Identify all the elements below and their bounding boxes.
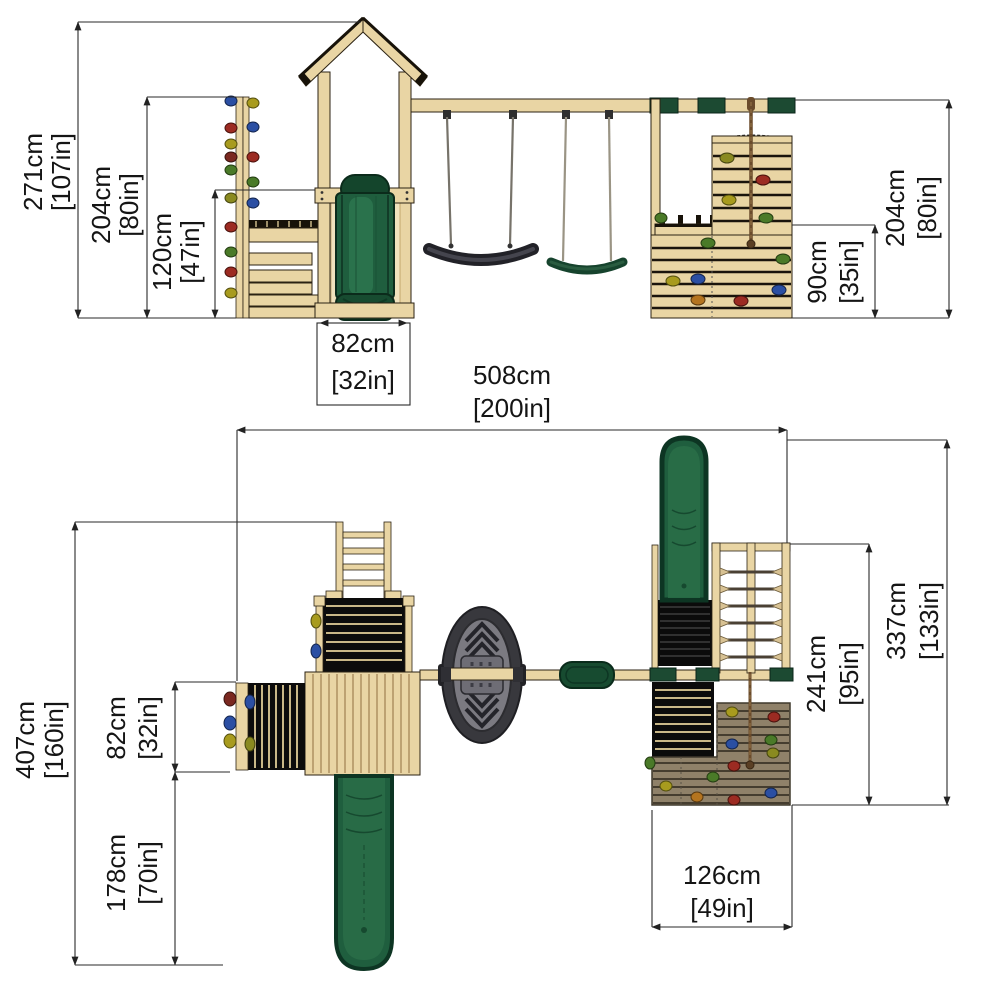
dim-elev-slide-width: 82cm [32in]	[316, 319, 411, 406]
dim-plan-total-depth: 407cm [160in]	[10, 521, 336, 966]
dim-label-p-inner-cm: 241cm	[801, 635, 831, 713]
dim-label-e-wall-in: [80in]	[114, 173, 144, 237]
tube-slide	[335, 174, 395, 321]
dim-label-p-depth-cm: 407cm	[10, 701, 40, 779]
dim-label-p-width-cm: 508cm	[473, 360, 551, 390]
plan-tube-slide-right	[659, 435, 709, 603]
tower-roof	[297, 16, 429, 87]
climbing-holds	[654, 152, 791, 307]
dim-plan-outer-depth: 337cm [133in]	[787, 439, 951, 806]
dim-plan-total-width: 508cm [200in]	[236, 360, 788, 681]
plan-rope-climber	[711, 542, 791, 674]
elev-belt-swing	[546, 116, 628, 275]
plan-main-deck	[304, 671, 421, 776]
dim-label-e-platform-cm: 120cm	[147, 213, 177, 291]
dim-label-e-slide-cm: 82cm	[331, 328, 395, 358]
dim-label-p-outer-cm: 337cm	[881, 582, 911, 660]
rope-rungs	[719, 567, 783, 662]
dim-label-p-rightw-in: [49in]	[690, 893, 754, 923]
dim-label-e-platform-in: [47in]	[175, 220, 205, 284]
elev-swing-beam	[410, 97, 796, 119]
dim-label-p-slide-in: [70in]	[133, 841, 163, 905]
dim-label-e-step-in: [35in]	[834, 240, 864, 304]
dim-label-p-rightw-cm: 126cm	[683, 860, 761, 890]
dim-label-p-width-in: [200in]	[473, 393, 551, 423]
plan-upper-black-platform	[658, 600, 712, 666]
plan-tube-slide-left	[334, 774, 394, 972]
elevation-view: 271cm [107in] 204cm [80in] 120cm [47in] …	[18, 16, 953, 406]
plan-view: 508cm [200in] 407cm [160in] 82cm [32in] …	[10, 360, 951, 972]
plan-nest-swing	[438, 606, 526, 744]
plan-right-unit	[644, 435, 794, 806]
climbing-holds	[644, 706, 781, 806]
plan-climbing-rope	[745, 672, 755, 770]
climbing-rope	[746, 97, 756, 249]
dim-plan-wall-depth: 82cm [32in]	[101, 681, 236, 773]
dim-label-p-slide-cm: 178cm	[101, 834, 131, 912]
climbing-holds	[224, 95, 260, 299]
dim-elev-step-height: 90cm [35in]	[792, 224, 949, 319]
elev-left-climbing-wall	[224, 95, 319, 319]
dim-label-e-wall-cm: 204cm	[86, 166, 116, 244]
dim-plan-slide-depth: 178cm [70in]	[101, 771, 179, 966]
plan-upper-platform	[310, 595, 415, 673]
dim-label-e-right-cm: 204cm	[880, 169, 910, 247]
plan-left-wall	[223, 682, 305, 771]
plan-ladder	[325, 521, 402, 601]
plan-lower-black-platform	[652, 682, 714, 757]
dim-plan-inner-depth: 241cm [95in]	[790, 543, 949, 806]
dim-plan-right-width: 126cm [49in]	[651, 805, 793, 931]
plan-climbing-wall	[644, 702, 791, 806]
elev-tower	[297, 16, 429, 321]
dim-label-e-total-in: [107in]	[46, 133, 76, 211]
dim-label-e-right-in: [80in]	[912, 176, 942, 240]
dim-label-e-total-cm: 271cm	[18, 133, 48, 211]
dim-elev-platform-height: 120cm [47in]	[147, 189, 315, 319]
dim-label-p-wall-in: [32in]	[133, 696, 163, 760]
dim-elev-wall-height: 204cm [80in]	[86, 96, 236, 319]
dim-label-p-wall-cm: 82cm	[101, 696, 131, 760]
plan-belt-swing	[559, 661, 615, 689]
dim-label-e-step-cm: 90cm	[802, 240, 832, 304]
swing-hangers	[443, 110, 613, 119]
dim-elev-right-height: 204cm [80in]	[795, 99, 953, 319]
dim-label-p-depth-in: [160in]	[39, 701, 69, 779]
dim-label-e-slide-in: [32in]	[331, 365, 395, 395]
dim-label-p-inner-in: [95in]	[834, 642, 864, 706]
elev-right-climbing-unit	[650, 97, 793, 319]
dim-elev-total-height: 271cm [107in]	[18, 21, 361, 319]
dim-label-p-outer-in: [133in]	[914, 582, 944, 660]
plan-left-tower	[223, 521, 421, 972]
plan-beam-connectors	[649, 667, 794, 682]
elev-nest-swing	[423, 116, 539, 266]
